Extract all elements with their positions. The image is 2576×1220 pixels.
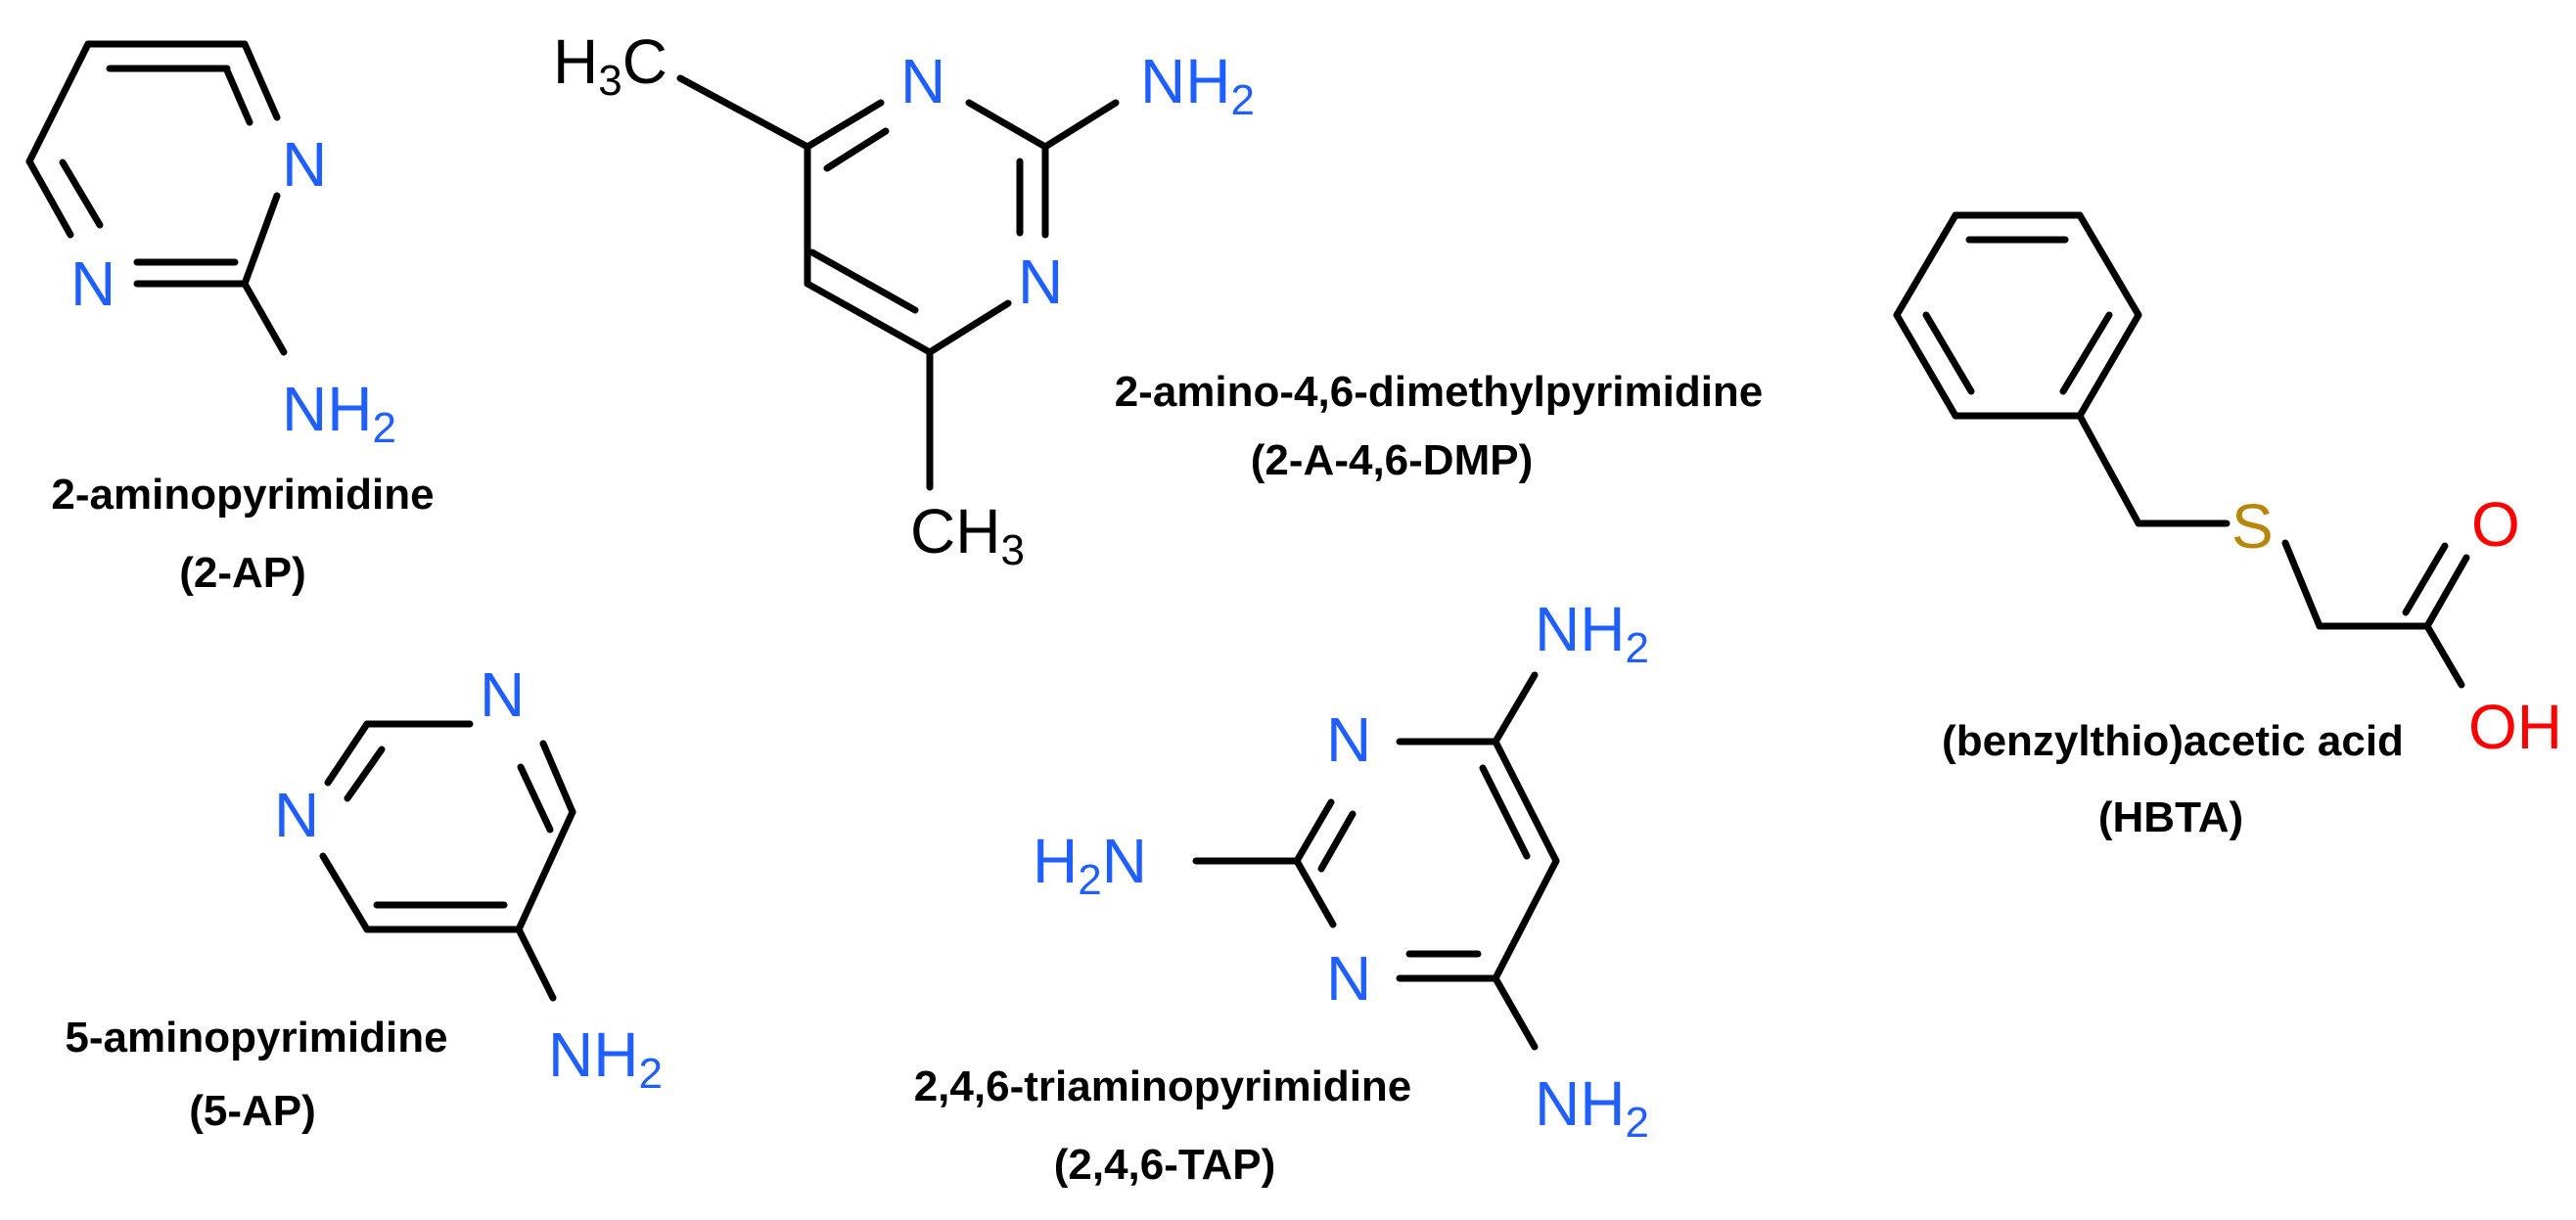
name-2-amino-4-6-dimethylpyrimidine: 2-amino-4,6-dimethylpyrimidine: [1115, 368, 1764, 416]
atom-n-ring-top: N: [282, 129, 327, 200]
atom-n-ring-top-dmp: N: [900, 46, 945, 116]
atom-n-ring-right-dmp: N: [1018, 247, 1063, 317]
molecule-2-aminopyrimidine: N N NH2 2-aminopyrimidine (2-AP): [25, 40, 435, 597]
atom-n-ring-top-tap: N: [1326, 704, 1371, 775]
abbr-5-ap: (5-AP): [189, 1087, 316, 1135]
name-2-aminopyrimidine: 2-aminopyrimidine: [51, 471, 434, 519]
group-nh2-top-tap: NH2: [1535, 594, 1649, 672]
name-2-4-6-triaminopyrimidine: 2,4,6-triaminopyrimidine: [914, 1062, 1412, 1110]
atom-n-ring-top-5ap: N: [480, 659, 525, 730]
molecule-benzylthioacetic-acid: S O OH (benzylthio)acetic acid (HBTA): [1893, 211, 2562, 841]
group-nh2-bottom-tap: NH2: [1535, 1068, 1649, 1147]
atom-n-ring-left: N: [70, 249, 115, 319]
abbr-2-4-6-tap: (2,4,6-TAP): [1054, 1141, 1276, 1189]
group-nh2-5ap: NH2: [548, 1019, 663, 1098]
molecule-5-aminopyrimidine: N N NH2 5-aminopyrimidine (5-AP): [65, 659, 663, 1135]
bonds-2-aminopyrimidine: [25, 40, 288, 356]
molecule-2-amino-4-6-dimethylpyrimidine: H3C N NH2 N CH3 2-amino-4,6-dimethylpyri…: [553, 26, 1763, 574]
group-ch3-bottom: CH3: [910, 496, 1025, 574]
atom-n-ring-bottom-tap: N: [1326, 943, 1371, 1014]
atom-carbonyl-oxygen: O: [2471, 489, 2520, 560]
atom-sulfur: S: [2231, 491, 2274, 562]
group-h2n-left-tap: H2N: [1033, 826, 1147, 904]
group-hydroxyl: OH: [2468, 692, 2562, 762]
group-nh2-dmp: NH2: [1140, 46, 1255, 124]
group-nh2-2ap: NH2: [282, 374, 396, 452]
bonds-5-aminopyrimidine: [319, 720, 576, 1002]
name-benzylthioacetic-acid: (benzylthio)acetic acid: [1942, 717, 2404, 765]
abbr-2-ap: (2-AP): [179, 549, 306, 597]
bonds-hbta: [1893, 211, 2470, 689]
molecule-2-4-6-triaminopyrimidine: N NH2 H2N N NH2 2,4,6-triaminopyrimidine…: [914, 594, 1649, 1189]
name-5-aminopyrimidine: 5-aminopyrimidine: [65, 1014, 447, 1062]
atom-n-ring-left-5ap: N: [274, 780, 319, 850]
bonds-2-4-6-tap: [1192, 671, 1560, 1051]
bonds-2-amino-4-6-dmp: [676, 74, 1120, 491]
abbr-hbta: (HBTA): [2098, 793, 2243, 841]
abbr-2-a-4-6-dmp: (2-A-4,6-DMP): [1251, 436, 1533, 484]
group-ch3-top: H3C: [553, 26, 667, 105]
